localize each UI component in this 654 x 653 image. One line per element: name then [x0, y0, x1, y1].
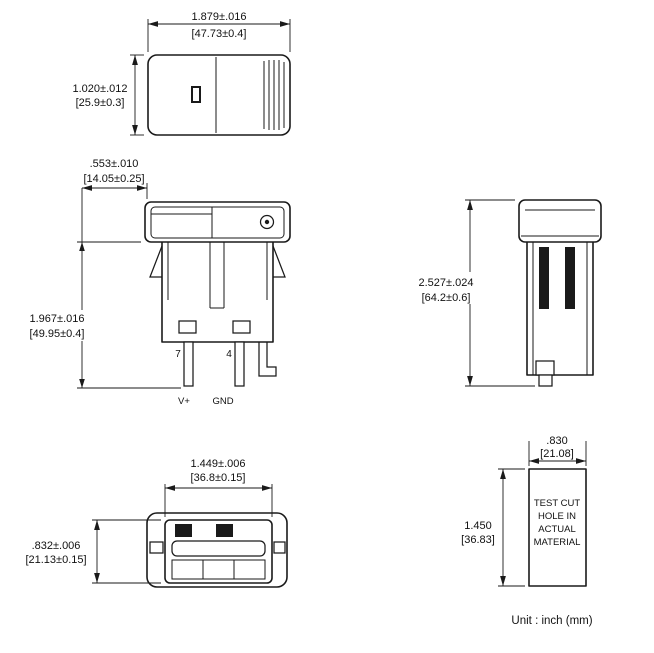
pivot-dot: [264, 219, 270, 225]
test-cut-label-line2: HOLE IN: [538, 511, 576, 522]
indicator-slot: [191, 86, 201, 103]
test-cut-label-line1: TEST CUT: [534, 498, 580, 509]
arrowhead-up: [79, 242, 85, 251]
mounting-foot: [258, 342, 277, 377]
terminal-number-right: 4: [226, 349, 232, 360]
test-cut-height-mm-label: [36.83]: [461, 534, 495, 546]
side-view: 2.527±.024 [64.2±0.6]: [413, 199, 602, 387]
side-body-outline: [526, 242, 594, 376]
test-cut-label-line3: ACTUAL: [538, 524, 575, 535]
snap-clip-bar-left: [539, 247, 549, 309]
top-view-outline: [147, 54, 291, 136]
top-width-inch-label: 1.879±.016: [192, 11, 247, 23]
side-terminal-pin: [538, 374, 553, 387]
bottom-width-inch-label: 1.449±.006: [191, 458, 246, 470]
front-height-inch-label: 1.967±.016: [30, 313, 85, 325]
terminal-slot-right: [216, 524, 233, 537]
bottom-width-mm-label: [36.8±0.15]: [191, 472, 246, 484]
bottom-view: 1.449±.006 [36.8±0.15] .832±.006 [21.13±…: [25, 458, 288, 588]
side-tab-left: [149, 541, 164, 554]
mounting-clip-right: [272, 245, 286, 278]
test-cut-width-inch-label: .830: [546, 435, 567, 447]
rocker-opening: [150, 206, 285, 239]
bottom-depth-inch-label: .832±.006: [32, 540, 81, 552]
side-height-inch-label: 2.527±.024: [419, 277, 474, 289]
test-cut-width-mm-label: [21.08]: [540, 448, 574, 460]
grip-ridges: [263, 60, 285, 130]
front-height-mm-label: [49.95±0.4]: [30, 328, 85, 340]
front-offset-inch-label: .553±.010: [90, 158, 139, 170]
top-width-mm-label: [47.73±0.4]: [192, 28, 247, 40]
top-height-mm-label: [25.9±0.3]: [76, 97, 125, 109]
top-view: 1.879±.016 [47.73±0.4] 1.020±.012 [25.9±…: [73, 11, 291, 136]
bezel-outline: [144, 201, 291, 243]
body-outline: [161, 242, 274, 343]
side-height-mm-label: [64.2±0.6]: [422, 292, 471, 304]
lower-recess: [171, 559, 266, 580]
side-tab-right: [273, 541, 286, 554]
terminal-window-left: [178, 320, 197, 334]
test-cut-height-inch-label: 1.450: [464, 520, 492, 532]
top-height-inch-label: 1.020±.012: [73, 83, 128, 95]
terminal-pin-left: [183, 341, 194, 387]
terminal-label-vplus: V+: [178, 396, 190, 407]
bottom-depth-mm-label: [21.13±0.15]: [25, 554, 86, 566]
snap-clip-bar-right: [565, 247, 575, 309]
terminal-label-gnd: GND: [212, 396, 233, 407]
test-cut-hole: TEST CUT HOLE IN ACTUAL MATERIAL .830 [2…: [461, 435, 587, 587]
terminal-slot-left: [175, 524, 192, 537]
terminal-pin-right: [234, 341, 245, 387]
side-terminal-base: [535, 360, 555, 376]
terminal-number-left: 7: [175, 349, 181, 360]
mounting-clip-left: [149, 245, 163, 278]
front-view: 7 4 V+ GND .553±.010 [14.05±0.25] 1.967±…: [26, 158, 291, 407]
test-cut-label-line4: MATERIAL: [534, 537, 581, 548]
center-slot: [171, 540, 266, 557]
front-offset-mm-label: [14.05±0.25]: [83, 173, 144, 185]
arrowhead-down: [79, 379, 85, 388]
terminal-window-right: [232, 320, 251, 334]
test-cut-outline: [528, 468, 587, 587]
unit-note: Unit : inch (mm): [511, 615, 592, 627]
